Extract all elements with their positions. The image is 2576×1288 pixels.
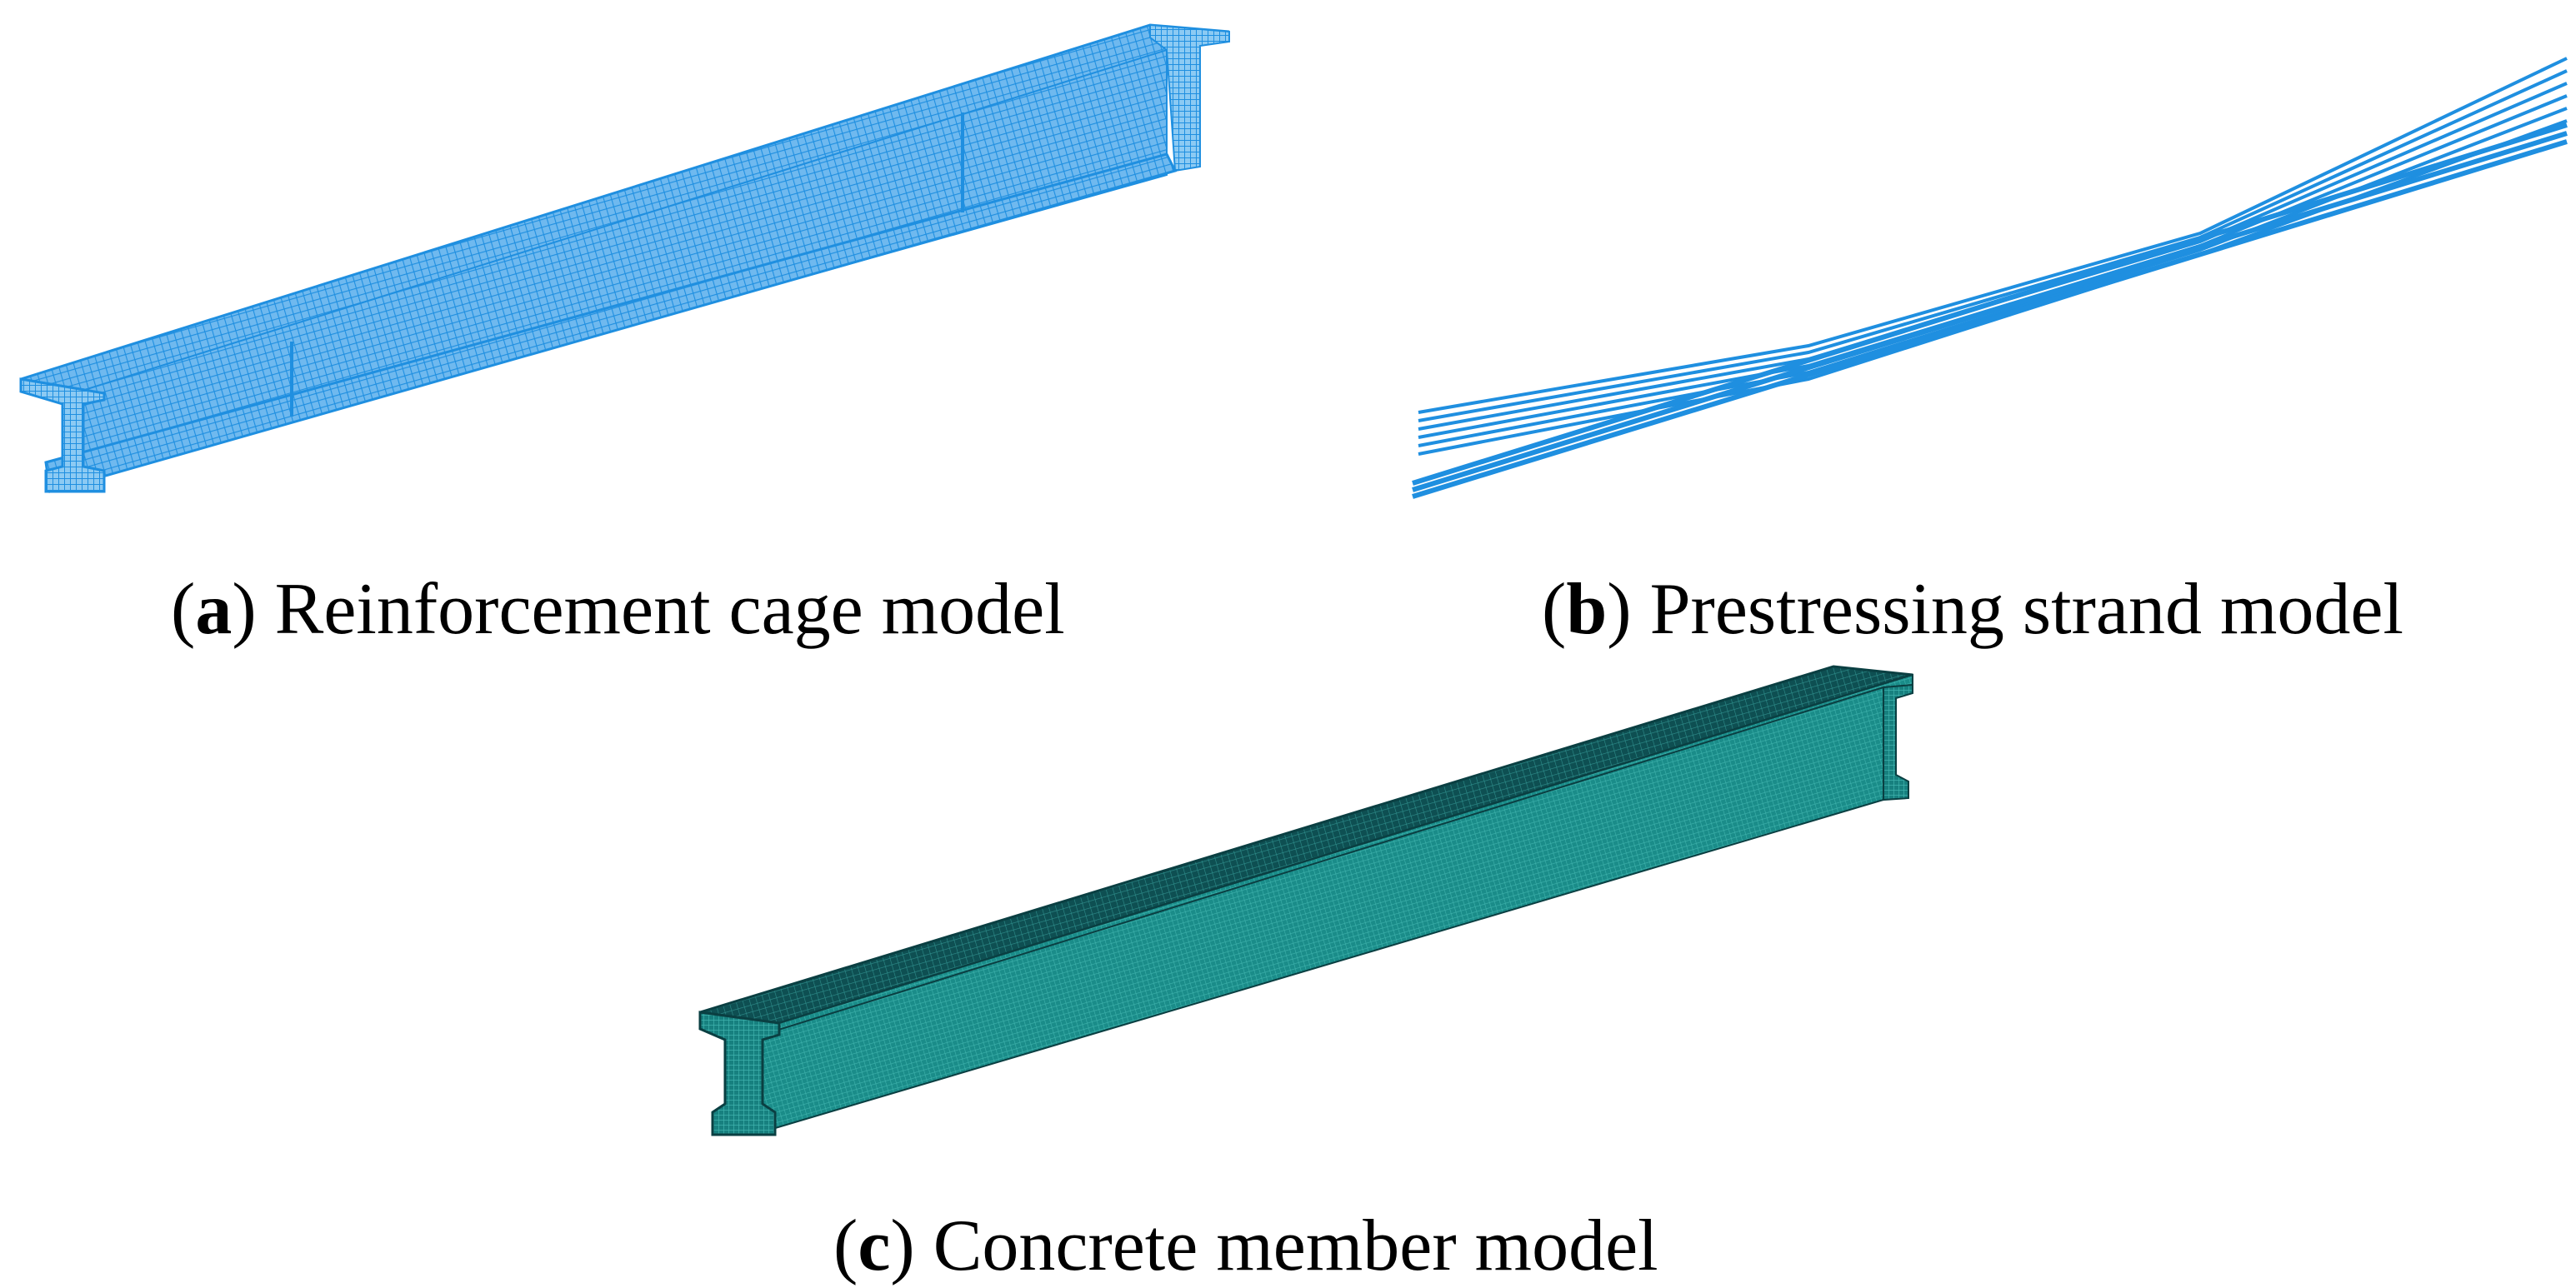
- panel-a-reinforcement-cage: [0, 0, 1250, 517]
- caption-b-letter: b: [1566, 569, 1608, 650]
- caption-c: (c) Concrete member model: [833, 1206, 1658, 1286]
- panel-b-prestressing-strands: [1400, 33, 2576, 508]
- caption-a-text: Reinforcement cage model: [274, 569, 1065, 650]
- concrete-end-section: [698, 1011, 781, 1136]
- caption-a-letter: a: [195, 569, 233, 650]
- caption-b-text: Prestressing strand model: [1649, 569, 2403, 650]
- strand-group-straight: [1412, 122, 2568, 499]
- concrete-member-drawing: [698, 665, 1913, 1136]
- prestressing-strand-drawing: [1412, 57, 2568, 499]
- caption-a: (a) Reinforcement cage model: [171, 569, 1065, 650]
- caption-b: (b) Prestressing strand model: [1542, 569, 2403, 650]
- strand-group-draped: [1418, 57, 2568, 456]
- caption-c-text: Concrete member model: [933, 1206, 1658, 1286]
- cage-right-end: [1149, 23, 1230, 172]
- panel-c-concrete-member: [683, 650, 1933, 1150]
- cage-end-section: [19, 377, 106, 493]
- concrete-web: [753, 686, 1884, 1135]
- concrete-right-end: [1883, 683, 1913, 801]
- caption-c-letter: c: [858, 1206, 891, 1286]
- reinforcement-cage-drawing: [19, 23, 1230, 493]
